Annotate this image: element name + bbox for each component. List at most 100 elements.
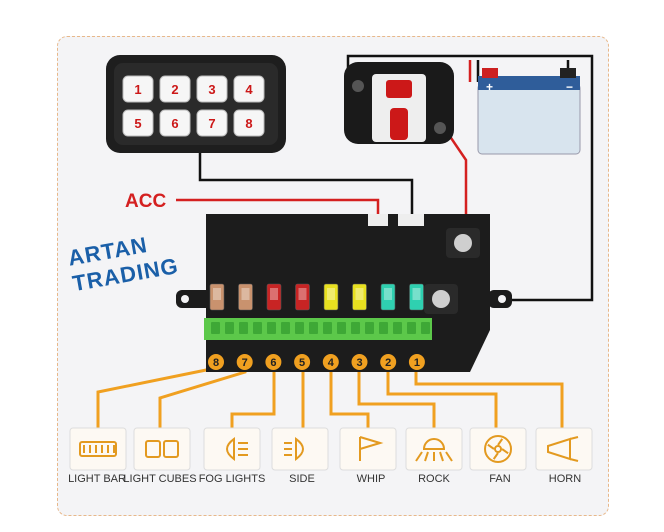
fuse-badge-1: [408, 354, 425, 370]
fuse-badge-7: [236, 354, 253, 370]
fuse-window: [298, 288, 307, 300]
fan-icon: [484, 435, 512, 463]
accessory-label: LIGHT CUBES: [123, 473, 197, 485]
terminal-screw: [239, 322, 248, 334]
accessory-label: FOG LIGHTS: [198, 473, 266, 485]
side-light-icon: [284, 437, 304, 461]
terminal-screw: [407, 322, 416, 334]
terminal-screw: [421, 322, 430, 334]
wire-3: [230, 362, 276, 428]
accessory-side: [271, 427, 329, 471]
terminal-screw: [267, 322, 276, 334]
fuse-badge-label: 2: [385, 357, 391, 369]
accessory-whip: [339, 427, 397, 471]
accessory-horn: [535, 427, 593, 471]
fuse-1: [409, 283, 424, 311]
fuse-badge-label: 5: [299, 357, 305, 369]
switch-button-8: [233, 109, 265, 137]
terminal-screw: [309, 322, 318, 334]
switch-button-label: 1: [134, 82, 141, 97]
terminal-screw: [365, 322, 374, 334]
acc-label: ACC: [125, 191, 167, 212]
terminal-screw: [295, 322, 304, 334]
accessory-light-bar: [69, 427, 127, 471]
terminal-screw: [281, 322, 290, 334]
accessory-box: [203, 427, 261, 471]
fuse-badge-3: [351, 354, 368, 370]
terminal-screw: [379, 322, 388, 334]
accessory-label: SIDE: [289, 473, 315, 485]
light-bar-icon: [79, 441, 117, 457]
fuse-window: [384, 288, 392, 300]
fuse-badge-2: [380, 354, 397, 370]
fuse-badge-label: 1: [414, 357, 420, 369]
accessory-box: [69, 427, 127, 471]
svg-text:−: −: [566, 80, 573, 94]
switch-button-1: [122, 75, 154, 103]
switch-button-label: 6: [171, 116, 178, 131]
terminal-screw: [253, 322, 262, 334]
wire-7: [386, 362, 498, 428]
accessory-label: FAN: [489, 473, 511, 485]
fuse-badge-label: 4: [328, 357, 335, 369]
rock-light-icon: [415, 438, 453, 462]
battery: + −: [477, 68, 581, 155]
switch-button-6: [159, 109, 191, 137]
fuse-8: [209, 283, 225, 311]
terminal-screw: [211, 322, 220, 334]
fuse-badge-label: 3: [356, 357, 362, 369]
switch-button-3: [196, 75, 228, 103]
fuse-window: [213, 288, 221, 300]
wire-1: [96, 362, 218, 428]
fuse-badge-label: 6: [270, 357, 276, 369]
switch-button-label: 8: [245, 116, 252, 131]
fuse-window: [270, 288, 278, 300]
switch-button-label: 4: [245, 82, 253, 97]
terminal-screw: [393, 322, 402, 334]
switch-button-label: 5: [134, 116, 141, 131]
fuse-4: [323, 283, 339, 311]
fuse-badge-label: 8: [213, 357, 219, 369]
accessory-fan: [469, 427, 527, 471]
accessory-label: HORN: [548, 473, 582, 485]
switch-button-label: 2: [171, 82, 178, 97]
wire-8: [414, 362, 564, 428]
fuse-window: [241, 288, 250, 300]
switch-button-7: [196, 109, 228, 137]
fuse-7: [238, 283, 253, 311]
fuse-badge-5: [294, 354, 311, 370]
horn-icon: [547, 436, 579, 462]
accessory-rock: [405, 427, 463, 471]
fog-lights-icon: [226, 437, 248, 461]
fuse-window: [412, 288, 421, 300]
accessory-light-cubes: [133, 427, 191, 471]
accessory-label: ROCK: [418, 473, 450, 485]
accessory-label: LIGHT BAR: [68, 473, 126, 485]
wire-6: [357, 362, 436, 428]
terminal-screw: [225, 322, 234, 334]
fuse-5: [295, 283, 310, 311]
accessory-fog-lights: [203, 427, 261, 471]
accessory-box: [469, 427, 527, 471]
terminal-screw: [337, 322, 346, 334]
fuse-badge-4: [322, 354, 339, 370]
whip-flag-icon: [359, 436, 384, 461]
switch-button-label: 3: [208, 82, 215, 97]
fuse-badge-label: 7: [242, 357, 248, 369]
svg-text:+: +: [486, 80, 493, 94]
fuse-6: [266, 283, 282, 311]
wire-5: [329, 362, 370, 428]
accessory-box: [133, 427, 191, 471]
fuse-window: [355, 288, 364, 300]
fuse-badge-8: [208, 354, 224, 370]
accessory-box: [339, 427, 397, 471]
switch-button-5: [122, 109, 154, 137]
circuit-breaker: [344, 62, 454, 144]
relay-box: 8 7 6 5 4 3 2 1: [176, 214, 512, 372]
fuse-2: [380, 283, 396, 311]
switch-button-2: [159, 75, 191, 103]
terminal-screw: [323, 322, 332, 334]
switch-button-4: [233, 75, 265, 103]
